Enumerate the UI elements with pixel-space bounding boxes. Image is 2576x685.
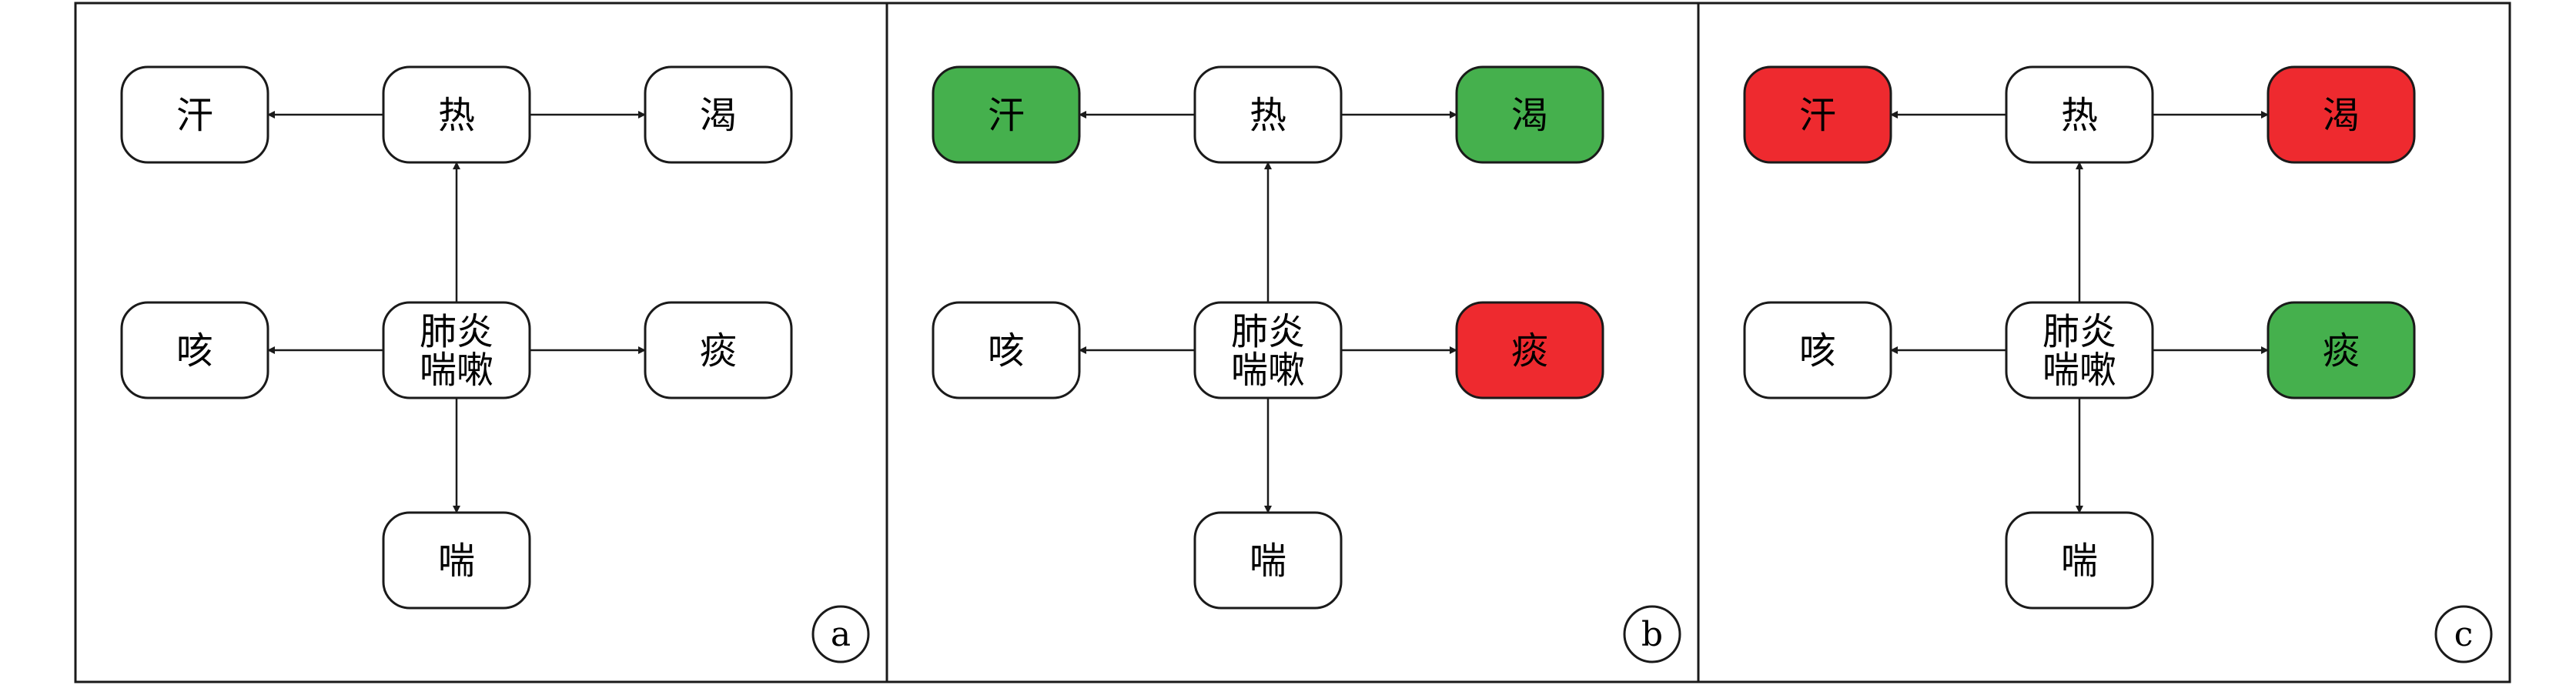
node-box xyxy=(644,301,793,399)
node-box xyxy=(382,65,531,164)
node-label: 喘嗽 xyxy=(2042,349,2116,392)
wheeze-node: 喘 xyxy=(382,511,531,610)
node-label: 喘 xyxy=(2061,540,2098,583)
node-box xyxy=(2267,65,2416,164)
panel-label-circle xyxy=(2434,605,2493,663)
cough-node: 咳 xyxy=(932,301,1081,399)
node-label: 喘嗽 xyxy=(1231,349,1305,392)
panel-label: c xyxy=(2454,615,2474,654)
node-box xyxy=(2005,65,2154,164)
node-label: 渴 xyxy=(700,94,737,137)
phlegm-node: 痰 xyxy=(1455,301,1604,399)
cough-node: 咳 xyxy=(120,301,269,399)
heat-node: 热 xyxy=(1193,65,1343,164)
sweat-node: 汗 xyxy=(932,65,1081,164)
node-label: 咳 xyxy=(988,329,1025,373)
node-label: 肺炎 xyxy=(420,310,493,353)
node-label: 喘 xyxy=(438,540,475,583)
node-label: 肺炎 xyxy=(2042,310,2116,353)
phlegm-node: 痰 xyxy=(2267,301,2416,399)
node-label: 渴 xyxy=(1511,94,1548,137)
node-box xyxy=(1193,301,1343,399)
node-box xyxy=(2267,301,2416,399)
node-label: 痰 xyxy=(2323,329,2360,373)
panel-label-circle xyxy=(1623,605,1681,663)
node-box xyxy=(932,65,1081,164)
wheeze-node: 喘 xyxy=(2005,511,2154,610)
node-box xyxy=(1743,65,1892,164)
node-box xyxy=(644,65,793,164)
sweat-node: 汗 xyxy=(120,65,269,164)
node-label: 渴 xyxy=(2323,94,2360,137)
node-label: 喘嗽 xyxy=(420,349,493,392)
panel-label: b xyxy=(1641,615,1663,654)
heat-node: 热 xyxy=(382,65,531,164)
node-box xyxy=(2005,511,2154,610)
sweat-node: 汗 xyxy=(1743,65,1892,164)
node-box xyxy=(1193,511,1343,610)
phlegm-node: 痰 xyxy=(644,301,793,399)
node-box xyxy=(1193,65,1343,164)
node-label: 喘 xyxy=(1250,540,1286,583)
node-label: 汗 xyxy=(176,94,213,137)
node-label: 痰 xyxy=(1511,329,1548,373)
node-box xyxy=(1743,301,1892,399)
node-label: 热 xyxy=(438,94,475,137)
wheeze-node: 喘 xyxy=(1193,511,1343,610)
node-box xyxy=(120,301,269,399)
node-label: 汗 xyxy=(988,94,1025,137)
thirst-node: 渴 xyxy=(644,65,793,164)
node-box xyxy=(1455,65,1604,164)
node-label: 肺炎 xyxy=(1231,310,1305,353)
node-box xyxy=(2005,301,2154,399)
node-label: 汗 xyxy=(1799,94,1836,137)
thirst-node: 渴 xyxy=(2267,65,2416,164)
node-box xyxy=(1455,301,1604,399)
heat-node: 热 xyxy=(2005,65,2154,164)
thirst-node: 渴 xyxy=(1455,65,1604,164)
node-label: 咳 xyxy=(1799,329,1836,373)
node-label: 痰 xyxy=(700,329,737,373)
panel-frame xyxy=(1697,2,2511,683)
panel-label-circle xyxy=(811,605,870,663)
node-label: 热 xyxy=(1250,94,1286,137)
node-box xyxy=(382,301,531,399)
node-box xyxy=(382,511,531,610)
node-label: 热 xyxy=(2061,94,2098,137)
node-box xyxy=(932,301,1081,399)
panel-label: a xyxy=(831,615,851,654)
node-box xyxy=(120,65,269,164)
node-label: 咳 xyxy=(176,329,213,373)
cough-node: 咳 xyxy=(1743,301,1892,399)
